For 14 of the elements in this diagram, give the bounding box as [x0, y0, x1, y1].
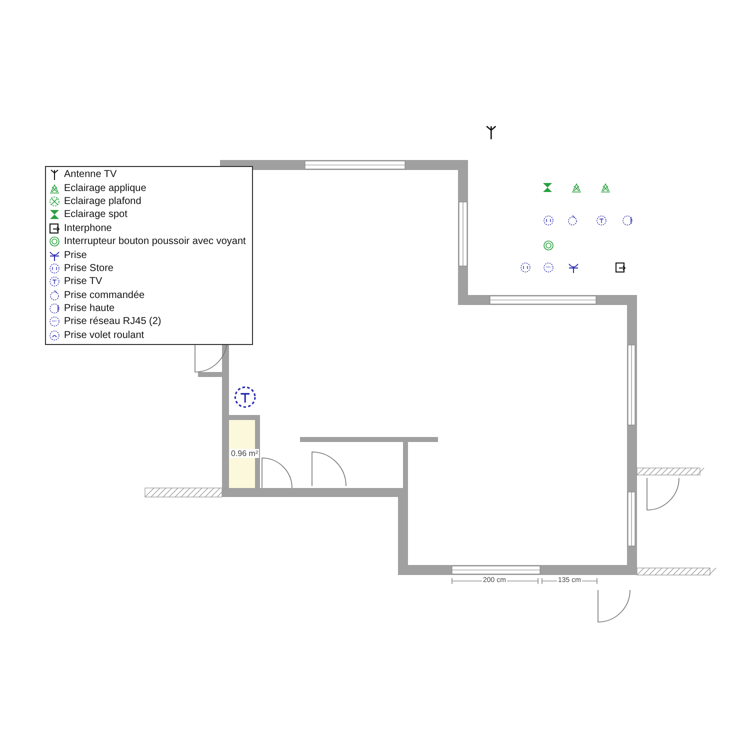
legend-label: Prise commandée [64, 290, 145, 301]
legend-label: Prise volet roulant [64, 330, 144, 341]
legend-label: Prise haute [64, 303, 115, 314]
legend-label: Interphone [64, 222, 112, 234]
legend-label: Interrupteur bouton poussoir avec voyant [64, 236, 246, 248]
legend-label: Prise TV [64, 276, 102, 288]
area-label: 0.96 m² [230, 449, 260, 458]
legend-label: Antenne TV [64, 169, 117, 180]
legend-label: Eclairage plafond [64, 196, 142, 207]
legend-label: Eclairage applique [64, 182, 146, 194]
legend-label: Prise Store [64, 262, 114, 274]
legend-label: Eclairage spot [64, 209, 128, 220]
legend-label: Prise [64, 250, 87, 261]
legend-label: Prise réseau RJ45 (2) [64, 316, 162, 328]
